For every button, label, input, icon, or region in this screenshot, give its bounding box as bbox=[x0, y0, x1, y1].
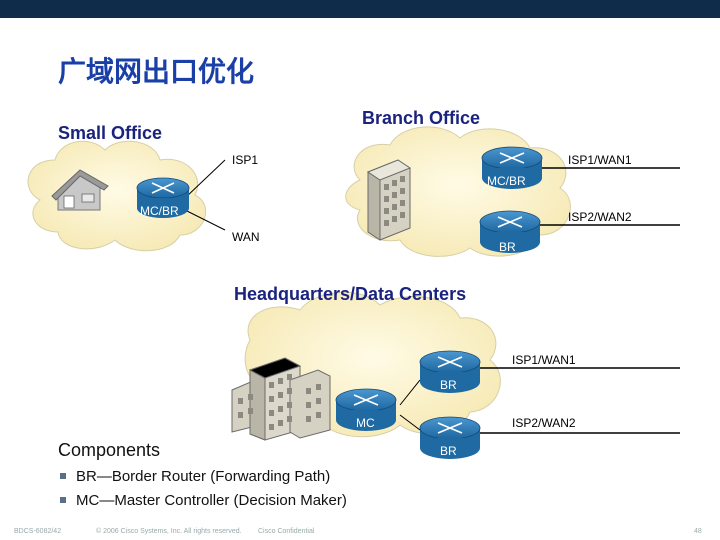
hq-router-mc-label: MC bbox=[356, 416, 375, 430]
footer-copyright: © 2006 Cisco Systems, Inc. All rights re… bbox=[96, 528, 242, 535]
components-list: BR—Border Router (Forwarding Path) MC—Ma… bbox=[60, 464, 347, 512]
footer-confidential: Cisco Confidential bbox=[258, 528, 315, 535]
bullet-square-icon bbox=[60, 473, 66, 479]
branch-isp2-label: ISP2/WAN2 bbox=[568, 210, 632, 224]
hq-router-top-label: BR bbox=[440, 378, 457, 392]
link-hq-mc-br1 bbox=[399, 379, 421, 406]
bullet-square-icon bbox=[60, 497, 66, 503]
small-office-wan-label: WAN bbox=[232, 230, 260, 244]
top-bar bbox=[0, 0, 720, 18]
hq-router-bottom-label: BR bbox=[440, 444, 457, 458]
branch-building-icon bbox=[366, 159, 412, 241]
small-office-heading: Small Office bbox=[58, 123, 163, 143]
small-office-isp-label: ISP1 bbox=[232, 153, 259, 167]
hq-buildings-icon bbox=[231, 357, 331, 441]
slide-title: 广域网出口优化 bbox=[58, 55, 255, 88]
hq-heading: Headquarters/Data Centers bbox=[234, 284, 467, 304]
link-small-to-wan bbox=[184, 209, 226, 231]
link-hq-mc-br2 bbox=[399, 414, 421, 431]
hq-isp1-label: ISP1/WAN1 bbox=[512, 353, 576, 367]
branch-office-heading: Branch Office bbox=[362, 108, 481, 128]
footer-page-number: 48 bbox=[694, 528, 702, 535]
footer-code: BDCS-6082/42 bbox=[14, 528, 62, 535]
list-item: MC—Master Controller (Decision Maker) bbox=[60, 488, 347, 512]
small-office-router-label: MC/BR bbox=[140, 204, 179, 218]
link-small-to-isp1 bbox=[184, 159, 226, 199]
router-hq-br-bottom bbox=[419, 416, 481, 459]
router-hq-br-top bbox=[419, 350, 481, 393]
components-heading: Components bbox=[58, 440, 161, 460]
router-branch-br bbox=[479, 210, 541, 253]
hq-isp2-label: ISP2/WAN2 bbox=[512, 416, 576, 430]
house-icon bbox=[51, 169, 109, 211]
router-small-office bbox=[136, 177, 190, 218]
branch-router1-label: MC/BR bbox=[487, 174, 526, 188]
router-branch-mc-br bbox=[481, 146, 543, 189]
branch-router2-label: BR bbox=[499, 240, 516, 254]
router-hq-mc bbox=[335, 388, 397, 431]
branch-isp1-label: ISP1/WAN1 bbox=[568, 153, 632, 167]
small-office-cloud bbox=[27, 140, 207, 252]
list-item: BR—Border Router (Forwarding Path) bbox=[60, 464, 347, 488]
